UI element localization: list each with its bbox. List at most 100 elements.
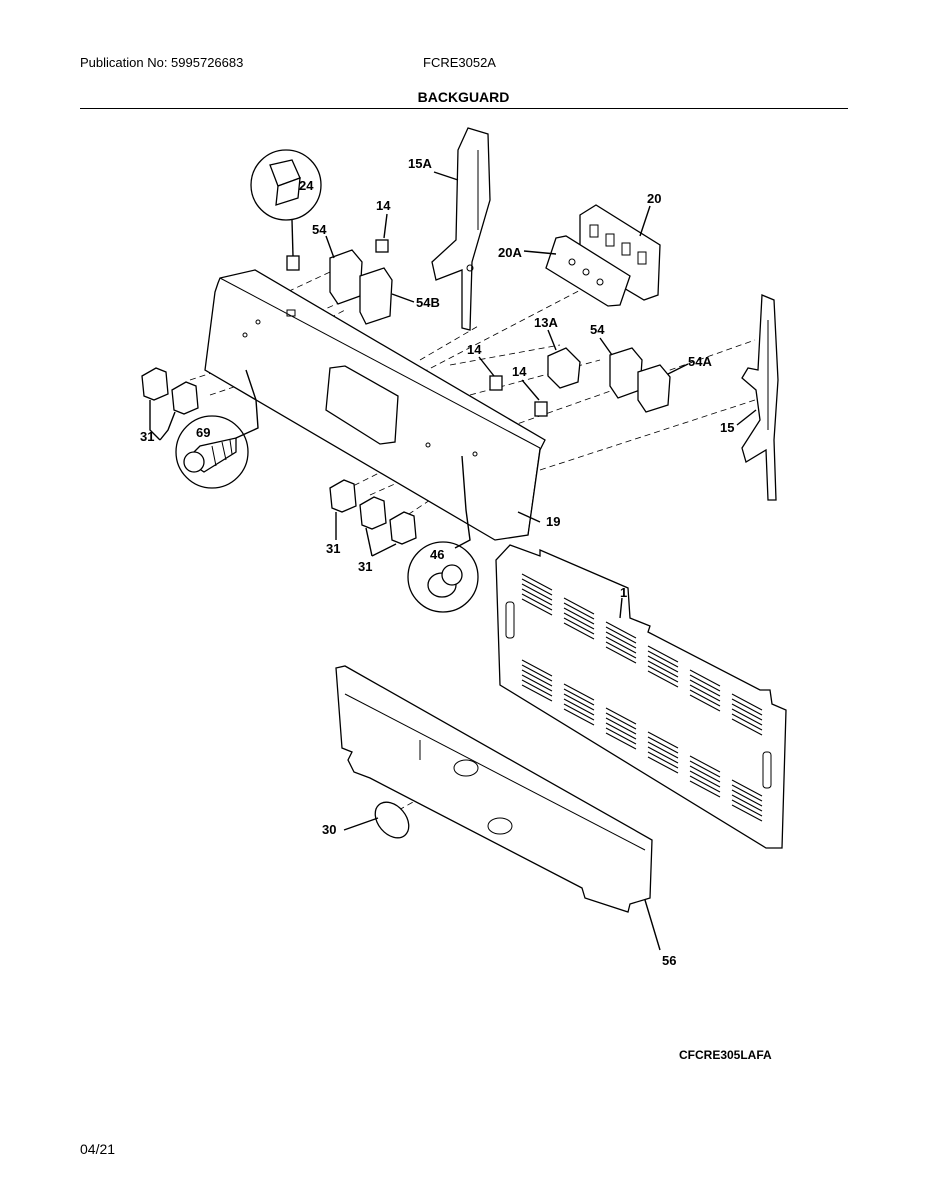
callout-20A: 20A xyxy=(498,245,522,260)
callout-54A: 54A xyxy=(688,354,712,369)
vent-slot xyxy=(563,693,595,711)
vent-slot xyxy=(731,718,763,736)
vent-slot xyxy=(689,679,721,697)
vent-slot xyxy=(605,636,637,654)
vent-slot xyxy=(605,626,637,644)
vent-slot xyxy=(563,698,595,716)
leader-lines xyxy=(433,171,757,619)
model-number: FCRE3052A xyxy=(423,55,496,70)
vent-slot xyxy=(563,688,595,706)
callout-19: 19 xyxy=(546,514,560,529)
vent-slot xyxy=(563,703,595,721)
vent-slot xyxy=(689,694,721,712)
end-bracket-15 xyxy=(741,294,779,501)
vent-slot xyxy=(563,607,595,625)
vent-slot xyxy=(605,727,637,745)
callout-31: 31 xyxy=(358,559,372,574)
rear-panel-1 xyxy=(495,544,787,849)
page-title: BACKGUARD xyxy=(417,89,510,105)
vent-slot xyxy=(605,722,637,740)
callout-14: 14 xyxy=(376,198,391,213)
vent-slot xyxy=(689,760,721,778)
vent-slot xyxy=(521,573,553,591)
vent-slot xyxy=(647,670,679,688)
switch-24-detail xyxy=(250,149,322,271)
screw-69-detail xyxy=(175,369,259,489)
vent-slot xyxy=(647,731,679,749)
cover-30 xyxy=(343,801,410,839)
vent-slot xyxy=(647,650,679,668)
header-divider xyxy=(80,108,848,109)
callout-56: 56 xyxy=(662,953,676,968)
diagram-code: CFCRE305LAFA xyxy=(679,1048,772,1062)
vent-slot xyxy=(731,708,763,726)
vent-slot xyxy=(521,664,553,682)
vent-slot xyxy=(521,669,553,687)
knob-31-parts xyxy=(141,367,417,557)
revision-date: 04/21 xyxy=(80,1141,116,1157)
vent-slot xyxy=(731,713,763,731)
callout-1: 1 xyxy=(620,585,627,600)
callout-15A: 15A xyxy=(408,156,432,171)
vent-slot xyxy=(563,602,595,620)
overlay-20A xyxy=(545,235,631,307)
plug-button-46-detail xyxy=(407,455,479,613)
vent-slot xyxy=(689,775,721,793)
vent-slot xyxy=(647,665,679,683)
callout-30: 30 xyxy=(322,822,336,837)
vent-slot xyxy=(605,641,637,659)
callout-54: 54 xyxy=(312,222,327,237)
switch-14-parts xyxy=(375,213,548,417)
callout-15: 15 xyxy=(720,420,734,435)
vent-slot xyxy=(563,622,595,640)
vent-slot xyxy=(731,789,763,807)
vent-slot xyxy=(731,799,763,817)
vent-slot xyxy=(563,612,595,630)
vent-slot xyxy=(647,660,679,678)
vent-slot xyxy=(689,770,721,788)
vent-slot xyxy=(689,765,721,783)
vent-slot xyxy=(563,597,595,615)
vent-slot xyxy=(605,646,637,664)
vent-slot xyxy=(731,698,763,716)
vent-slot xyxy=(731,804,763,822)
mounting-bracket-56 xyxy=(335,665,661,951)
callout-24: 24 xyxy=(299,178,314,193)
callout-14: 14 xyxy=(467,342,482,357)
vent-slot xyxy=(521,684,553,702)
vent-slot xyxy=(731,794,763,812)
callout-labels: 1 13A 14 14 14 15 15A 19 20 20A 24 30 31… xyxy=(140,156,734,968)
infinite-switch-parts xyxy=(325,235,689,413)
vent-slot xyxy=(647,736,679,754)
vent-slot xyxy=(731,703,763,721)
vent-slot xyxy=(605,712,637,730)
vent-slot xyxy=(521,659,553,677)
vent-slot xyxy=(647,746,679,764)
vent-slot xyxy=(605,707,637,725)
callout-54: 54 xyxy=(590,322,605,337)
vent-slot xyxy=(563,683,595,701)
publication-number: Publication No: 5995726683 xyxy=(80,55,244,70)
vent-slot xyxy=(731,784,763,802)
vent-slot xyxy=(521,583,553,601)
vent-slot xyxy=(689,755,721,773)
callout-46: 46 xyxy=(430,547,444,562)
vent-slot xyxy=(521,679,553,697)
vent-slot xyxy=(521,588,553,606)
control-panel-19 xyxy=(204,269,546,541)
vent-slot xyxy=(647,645,679,663)
end-bracket-15A xyxy=(431,127,491,331)
vent-slot xyxy=(563,708,595,726)
callout-54B: 54B xyxy=(416,295,440,310)
callout-13A: 13A xyxy=(534,315,558,330)
callout-31: 31 xyxy=(326,541,340,556)
vent-slot xyxy=(605,717,637,735)
vent-slot xyxy=(731,779,763,797)
vent-slot xyxy=(605,732,637,750)
vent-slot xyxy=(731,693,763,711)
vent-slot xyxy=(689,689,721,707)
vent-slot xyxy=(689,669,721,687)
callout-31: 31 xyxy=(140,429,154,444)
vent-slot xyxy=(647,655,679,673)
